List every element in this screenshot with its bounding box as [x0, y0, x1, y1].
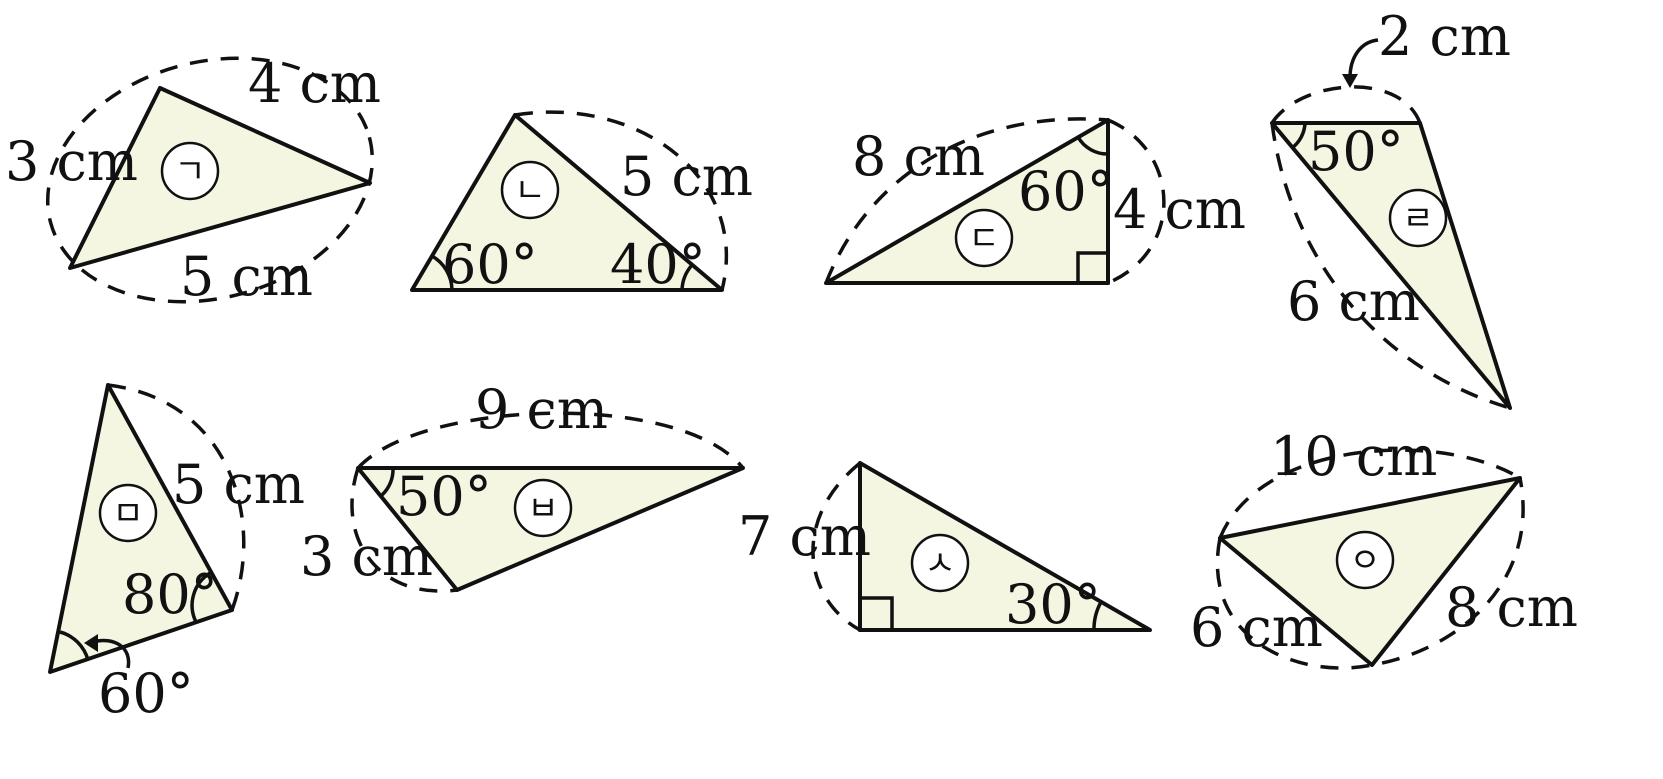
triangle-d-dashed-guide-long: [1270, 122, 1511, 410]
triangle-c-angle-top-label: 60°: [1018, 160, 1114, 223]
triangle-h: 10 cm 6 cm 8 cm ㅇ: [1190, 425, 1578, 670]
triangle-g-right-angle-mark: [858, 596, 894, 632]
triangle-b-shape: [410, 113, 724, 292]
triangle-b: 5 cm 60° 40° ㄴ: [410, 110, 753, 296]
triangle-f-dashed-guide-top: [356, 411, 745, 470]
triangle-a-side-left-label: 3 cm: [5, 130, 138, 193]
triangle-f-angle-left-label: 50°: [396, 465, 492, 528]
triangle-a-mark-circle: [160, 141, 220, 201]
triangle-f-dashed-guide-left: [350, 467, 458, 593]
triangle-a-side-top-label: 4 cm: [248, 52, 381, 115]
triangle-d-mark: ㄹ: [1402, 199, 1433, 239]
triangle-c-side-right-label: 4 cm: [1113, 178, 1246, 241]
triangle-f: 9 cm 3 cm 50° ㅂ: [300, 378, 745, 593]
triangle-b-angle-right-arc: [680, 263, 694, 291]
triangle-g-mark: ㅅ: [924, 544, 955, 584]
triangle-d-mark-circle: [1388, 188, 1448, 248]
triangle-b-angle-left-arc: [431, 254, 454, 291]
triangle-e-angle-left-arrowhead: [84, 634, 98, 652]
triangle-h-mark-circle: [1335, 530, 1395, 590]
triangle-f-side-left-label: 3 cm: [300, 525, 433, 588]
triangle-b-angle-left-label: 60°: [442, 233, 538, 296]
triangle-e: 5 cm 80° 60° ㅁ: [48, 383, 305, 725]
triangle-f-side-top-label: 9 cm: [475, 378, 608, 441]
triangle-a-shape: [68, 86, 372, 270]
triangle-d-top-arrow: [1348, 38, 1379, 79]
triangle-h-dashed-guide-top: [1218, 448, 1521, 539]
triangle-c-hypotenuse-label: 8 cm: [852, 125, 985, 188]
triangle-g-angle-right-arc: [1092, 601, 1103, 631]
triangle-b-mark-circle: [500, 160, 560, 220]
triangle-h-side-right-label: 8 cm: [1445, 576, 1578, 639]
triangle-e-mark: ㅁ: [112, 494, 143, 534]
triangle-e-dashed-guide: [107, 383, 246, 611]
triangle-a-side-bottom-label: 5 cm: [180, 245, 313, 308]
triangle-d-shape: [1270, 121, 1512, 410]
triangle-c-right-angle-mark: [1076, 251, 1110, 285]
triangle-b-side-right-label: 5 cm: [620, 145, 753, 208]
triangle-e-angle-left-label: 60°: [98, 662, 194, 725]
triangle-e-angle-left-arc: [59, 630, 90, 661]
triangle-d-top-arrowhead: [1342, 74, 1358, 88]
triangle-d-dashed-guide-top: [1270, 85, 1422, 124]
triangle-c-mark: ㄷ: [968, 219, 999, 259]
triangle-h-dashed-guide-bottom: [1215, 477, 1525, 670]
triangle-d-angle-top-arc: [1290, 122, 1307, 150]
triangle-e-angle-right-label: 80°: [122, 563, 218, 626]
triangle-e-mark-circle: [98, 483, 158, 543]
triangle-b-angle-right-label: 40°: [610, 233, 706, 296]
triangle-b-mark: ㄴ: [514, 171, 545, 211]
triangle-f-angle-left-arc: [380, 467, 395, 497]
triangle-c-angle-top-arc: [1076, 136, 1109, 156]
triangle-d-side-top-label: 2 cm: [1378, 5, 1511, 68]
triangle-g-mark-circle: [910, 533, 970, 593]
triangle-g: 7 cm 30° ㅅ: [738, 461, 1152, 636]
triangle-d-side-long-label: 6 cm: [1287, 270, 1420, 333]
triangle-e-angle-right-arc: [190, 571, 211, 623]
triangle-c-shape: [824, 118, 1110, 285]
triangle-g-dashed-guide: [811, 461, 862, 632]
triangle-d-angle-top-label: 50°: [1308, 120, 1404, 183]
triangle-c-dashed-guide-right: [1107, 118, 1166, 285]
triangle-a-dashed-guide: [45, 56, 375, 304]
triangle-h-side-left-label: 6 cm: [1190, 596, 1323, 659]
triangle-d: 2 cm 6 cm 50° ㄹ: [1270, 5, 1512, 410]
triangle-h-side-top-label: 10 cm: [1270, 425, 1437, 488]
triangle-e-angle-left-arrow: [91, 638, 131, 669]
triangle-f-mark-circle: [513, 478, 573, 538]
triangle-e-side-right-label: 5 cm: [172, 453, 305, 516]
triangle-a: 3 cm 4 cm 5 cm ㄱ: [5, 52, 381, 308]
triangle-c-mark-circle: [954, 208, 1014, 268]
triangle-b-dashed-guide: [514, 110, 729, 291]
triangle-g-angle-right-label: 30°: [1005, 573, 1101, 636]
triangle-f-mark: ㅂ: [527, 489, 558, 529]
triangle-c: 8 cm 4 cm 60° ㄷ: [824, 117, 1246, 285]
triangle-h-mark: ㅇ: [1349, 541, 1380, 581]
triangle-g-side-left-label: 7 cm: [738, 505, 871, 568]
triangle-c-dashed-guide-hypotenuse: [824, 117, 1109, 284]
triangle-a-mark: ㄱ: [174, 152, 205, 192]
